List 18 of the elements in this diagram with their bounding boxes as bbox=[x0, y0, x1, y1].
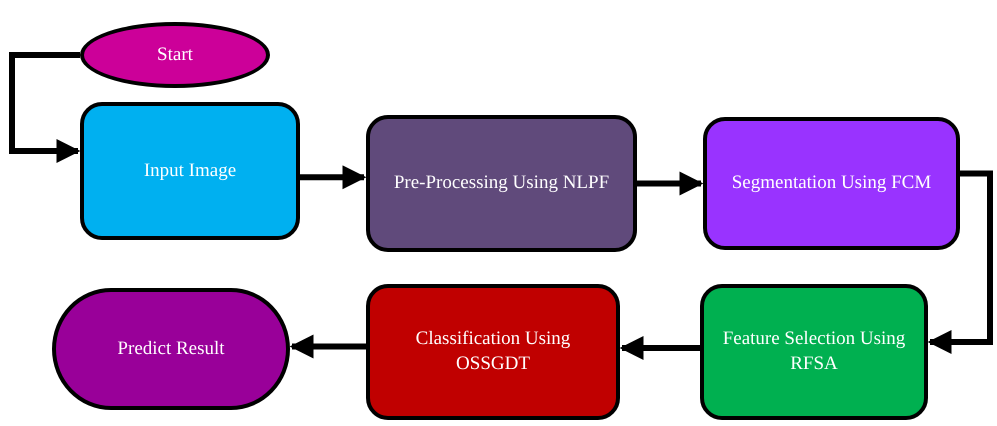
node-label: Start bbox=[157, 42, 193, 67]
arrow bbox=[300, 165, 366, 190]
arrow bbox=[637, 172, 704, 196]
node-label: Pre-Processing Using NLPF bbox=[394, 171, 610, 196]
node-label: Classification Using OSSGDT bbox=[414, 327, 572, 376]
arrow bbox=[620, 336, 700, 360]
process-box bbox=[366, 115, 637, 252]
arrow bbox=[9, 52, 80, 163]
node-label: Segmentation Using FCM bbox=[732, 171, 932, 196]
node-label: Predict Result bbox=[117, 336, 225, 361]
process-box bbox=[366, 284, 620, 420]
arrow bbox=[928, 170, 993, 354]
arrow bbox=[290, 334, 366, 358]
process-box bbox=[80, 102, 300, 240]
node-label: Feature Selection Using RFSA bbox=[722, 327, 906, 376]
process-box bbox=[700, 284, 928, 420]
process-box bbox=[703, 117, 960, 250]
node-label: Input Image bbox=[144, 158, 236, 183]
